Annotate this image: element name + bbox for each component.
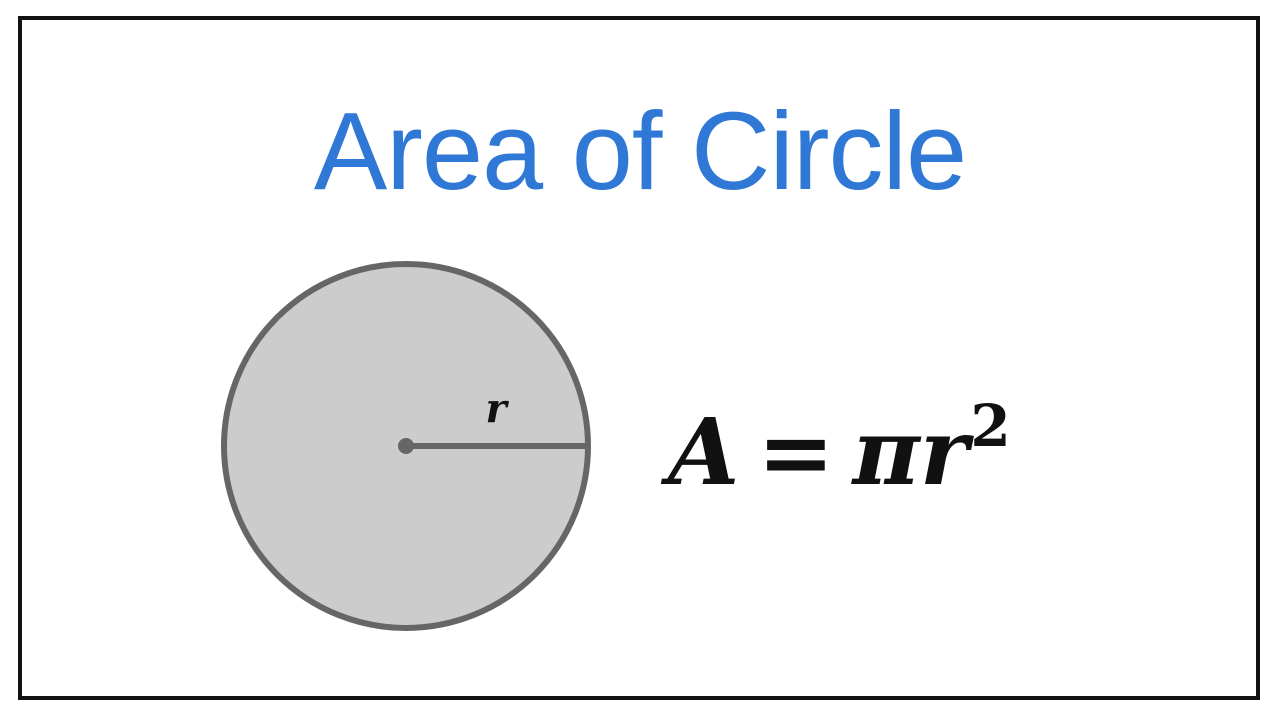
- center-point: [398, 438, 414, 454]
- area-formula: A=πr2: [668, 392, 1011, 512]
- page-title: Area of Circle: [313, 90, 967, 213]
- formula-exponent: 2: [970, 392, 1011, 460]
- radius-label: r: [485, 385, 509, 432]
- formula-pi-symbol: π: [852, 398, 920, 506]
- formula-radius-symbol: r: [919, 398, 969, 506]
- frame-border: [18, 16, 1260, 700]
- formula-area-symbol: A: [668, 398, 740, 506]
- formula-equals-sign: =: [757, 398, 835, 506]
